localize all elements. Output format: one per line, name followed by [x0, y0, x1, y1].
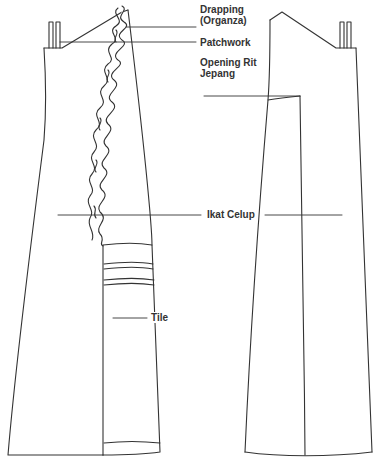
part-label: Ikat Celup — [206, 209, 256, 220]
part-label: Opening Rit Jepang — [199, 57, 263, 79]
part-label: Tile — [150, 312, 169, 323]
part-label: Patchwork — [199, 37, 252, 48]
part-label: Drapping (Organza) — [199, 4, 257, 26]
